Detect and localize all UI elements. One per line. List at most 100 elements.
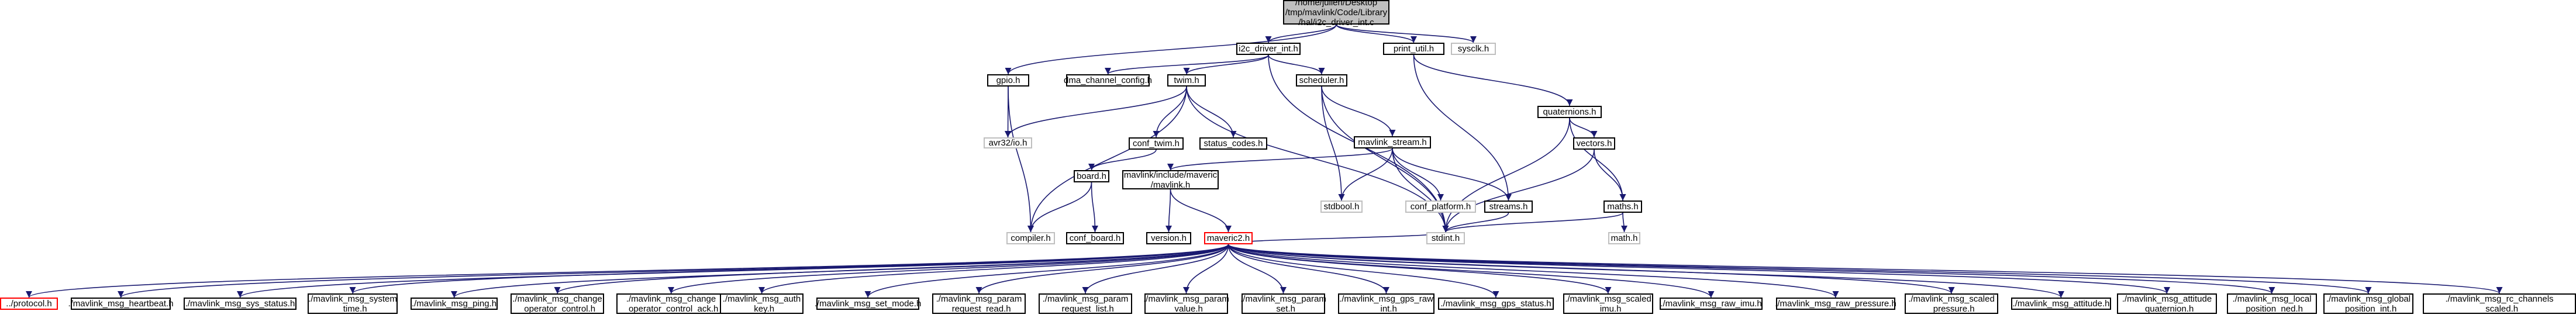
- node-mavlink-include-h[interactable]: mavlink/include/maveric /mavlink.h: [1122, 170, 1219, 190]
- node-attitude-h[interactable]: ./mavlink_msg_attitude.h: [2011, 298, 2111, 310]
- node-label: version.h: [1151, 233, 1187, 243]
- node-label: ./mavlink_msg_attitude.h: [2012, 299, 2110, 309]
- node-label: math.h: [1611, 233, 1638, 243]
- node-label: ./mavlink_msg_gps_status.h: [1440, 299, 1551, 309]
- node-conf-twim-h[interactable]: conf_twim.h: [1129, 137, 1184, 150]
- edge-mavlink_stream_h-to-stdint_h: [1392, 148, 1449, 233]
- edge-maveric2_h-to-raw_imu_h: [1227, 244, 1715, 298]
- node-change-operator-control-ack-h[interactable]: ./mavlink_msg_change _operator_control_a…: [616, 293, 726, 314]
- node-param-set-h[interactable]: ./mavlink_msg_param _set.h: [1240, 293, 1326, 314]
- edge-maveric2_h-to-change_operator_control_ack_h: [668, 244, 1229, 294]
- node-avr32io-h[interactable]: avr32/io.h: [984, 137, 1032, 148]
- node-root[interactable]: /home/julien/Desktop /tmp/mavlink/Code/L…: [1283, 0, 1389, 27]
- node-streams-h[interactable]: streams.h: [1484, 201, 1533, 213]
- node-param-value-h[interactable]: ./mavlink_msg_param _value.h: [1143, 293, 1229, 314]
- node-scheduler-h[interactable]: scheduler.h: [1296, 74, 1347, 87]
- node-scaled-pressure-h[interactable]: ./mavlink_msg_scaled _pressure.h: [1905, 293, 1998, 314]
- edge-maveric2_h-to-local_position_ned_h: [1227, 244, 2275, 294]
- node-label: stdint.h: [1431, 233, 1460, 243]
- node-protocol-h[interactable]: ../protocol.h: [0, 298, 58, 310]
- node-i2c-driver-int-h[interactable]: i2c_driver_int.h: [1236, 43, 1301, 55]
- node-stdbool-h[interactable]: stdbool.h: [1320, 201, 1363, 213]
- node-print-util-h[interactable]: print_util.h: [1383, 43, 1444, 55]
- node-label: ./mavlink_msg_attitude _quaternion.h: [2122, 293, 2212, 314]
- edge-maveric2_h-to-stdint_h: [1227, 231, 1449, 245]
- edge-maveric2_h-to-scaled_imu_h: [1227, 244, 1612, 294]
- node-label: i2c_driver_int.h: [1239, 44, 1298, 54]
- edge-board_h-to-conf_board_h: [1091, 182, 1099, 233]
- edge-maveric2_h-to-system_time_h: [349, 244, 1229, 294]
- node-sysclk-h[interactable]: sysclk.h: [1451, 43, 1496, 55]
- node-quaternions-h[interactable]: quaternions.h: [1537, 106, 1602, 118]
- node-param-request-list-h[interactable]: ./mavlink_msg_param _request_list.h: [1039, 293, 1132, 314]
- node-label: dma_channel_config.h: [1064, 75, 1152, 85]
- node-local-position-ned-h[interactable]: ./mavlink_msg_local _position_ned.h: [2227, 293, 2317, 314]
- node-label: ./mavlink_msg_param _request_list.h: [1042, 293, 1129, 314]
- node-ping-h[interactable]: ./mavlink_msg_ping.h: [411, 298, 498, 310]
- node-stdint-h[interactable]: stdint.h: [1426, 232, 1465, 244]
- node-maths-h[interactable]: maths.h: [1603, 201, 1642, 213]
- node-label: ./mavlink_msg_param _request_read.h: [936, 293, 1022, 314]
- node-label: ./mavlink_msg_param _set.h: [1240, 293, 1326, 314]
- edge-vectors_h-to-stdint_h: [1442, 149, 1595, 233]
- node-label: ./mavlink_msg_system _time.h: [308, 293, 397, 314]
- node-label: ./mavlink_msg_rc_channels _scaled.h: [2445, 293, 2554, 314]
- node-rc-channels-scaled-h[interactable]: ./mavlink_msg_rc_channels _scaled.h: [2423, 293, 2576, 314]
- node-conf-platform-h[interactable]: conf_platform.h: [1405, 201, 1476, 213]
- node-vectors-h[interactable]: vectors.h: [1573, 137, 1615, 150]
- node-scaled-imu-h[interactable]: ./mavlink_msg_scaled _imu.h: [1563, 293, 1653, 314]
- node-raw-imu-h[interactable]: ./mavlink_msg_raw_imu.h: [1660, 298, 1763, 310]
- node-label: print_util.h: [1393, 44, 1434, 54]
- node-label: status_codes.h: [1203, 139, 1263, 148]
- edge-root-to-i2c_driver_int_h: [1265, 24, 1337, 43]
- edge-root-to-print_util_h: [1336, 24, 1418, 43]
- node-version-h[interactable]: version.h: [1146, 232, 1191, 244]
- edge-maths_h-to-stdint_h: [1442, 212, 1623, 233]
- node-label: vectors.h: [1576, 139, 1612, 148]
- node-change-operator-control-h[interactable]: ./mavlink_msg_change _operator_control.h: [511, 293, 604, 314]
- node-label: maths.h: [1607, 202, 1639, 212]
- node-dma-channel-config-h[interactable]: dma_channel_config.h: [1064, 74, 1152, 87]
- node-set-mode-h[interactable]: ./mavlink_msg_set_mode.h: [814, 298, 922, 310]
- node-maveric2-h[interactable]: maveric2.h: [1204, 232, 1253, 244]
- node-board-h[interactable]: board.h: [1074, 170, 1109, 182]
- node-heartbeat-h[interactable]: ./mavlink_msg_heartbeat.h: [68, 298, 174, 310]
- edge-maveric2_h-to-param_request_read_h: [975, 244, 1229, 294]
- edge-scheduler_h-to-mavlink_stream_h: [1321, 86, 1396, 137]
- node-label: avr32/io.h: [988, 138, 1027, 148]
- node-gps-status-h[interactable]: ./mavlink_msg_gps_status.h: [1438, 298, 1554, 310]
- edge-maveric2_h-to-rc_channels_scaled_h: [1227, 244, 2503, 294]
- node-gps-raw-int-h[interactable]: ./mavlink_msg_gps_raw _int.h: [1338, 293, 1434, 314]
- edge-maveric2_h-to-param_value_h: [1182, 244, 1229, 294]
- node-label: ./mavlink_msg_param _value.h: [1143, 293, 1229, 314]
- node-status-codes-h[interactable]: status_codes.h: [1199, 137, 1267, 150]
- node-twim-h[interactable]: twim.h: [1167, 74, 1206, 87]
- node-global-position-int-h[interactable]: ./mavlink_msg_global _position_int.h: [2323, 293, 2413, 314]
- node-attitude-quaternion-h[interactable]: ./mavlink_msg_attitude _quaternion.h: [2117, 293, 2217, 314]
- node-label: quaternions.h: [1543, 107, 1596, 117]
- edge-streams_h-to-stdint_h: [1442, 212, 1509, 233]
- node-math-h[interactable]: math.h: [1608, 232, 1640, 244]
- node-label: ./mavlink_msg_set_mode.h: [814, 299, 922, 309]
- node-conf-board-h[interactable]: conf_board.h: [1066, 232, 1124, 244]
- node-raw-pressure-h[interactable]: ./mavlink_msg_raw_pressure.h: [1775, 298, 1896, 310]
- edge-conf_twim_h-to-board_h: [1088, 149, 1157, 171]
- edge-maveric2_h-to-raw_pressure_h: [1227, 244, 1839, 298]
- node-label: ./mavlink_msg_scaled _imu.h: [1565, 293, 1651, 314]
- node-compiler-h[interactable]: compiler.h: [1006, 232, 1055, 244]
- edge-scheduler_h-to-stdbool_h: [1321, 86, 1345, 201]
- node-auth-key-h[interactable]: ./mavlink_msg_auth _key.h: [720, 293, 804, 314]
- node-label: twim.h: [1174, 75, 1199, 85]
- edge-maveric2_h-to-change_operator_control_h: [554, 244, 1229, 294]
- node-mavlink-stream-h[interactable]: mavlink_stream.h: [1354, 136, 1431, 148]
- node-label: ./mavlink_msg_gps_raw _int.h: [1339, 293, 1433, 314]
- node-param-request-read-h[interactable]: ./mavlink_msg_param _request_read.h: [932, 293, 1026, 314]
- edge-mavlink_stream_h-to-mavlink_include_h: [1167, 148, 1393, 171]
- edge-maveric2_h-to-auth_key_h: [758, 244, 1229, 294]
- node-label: mavlink/include/maveric /mavlink.h: [1123, 170, 1218, 190]
- node-gpio-h[interactable]: gpio.h: [987, 74, 1029, 87]
- node-label: ./mavlink_msg_raw_pressure.h: [1775, 299, 1896, 309]
- node-system-time-h[interactable]: ./mavlink_msg_system _time.h: [308, 293, 398, 314]
- edge-board_h-to-compiler_h: [1027, 182, 1092, 233]
- node-sys-status-h[interactable]: ./mavlink_msg_sys_status.h: [184, 298, 296, 310]
